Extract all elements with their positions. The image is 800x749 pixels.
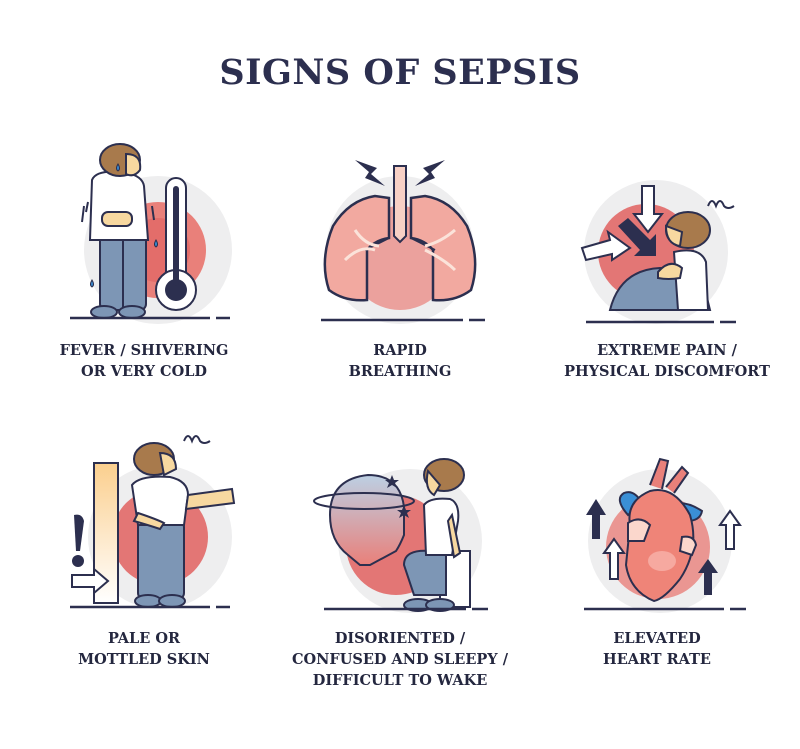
label-line: MOTTLED SKIN [78, 651, 210, 668]
label-line: DISORIENTED / [334, 630, 466, 647]
label-line: BREATHING [348, 363, 452, 380]
fever-illustration [60, 140, 240, 330]
label-line: CONFUSED AND SLEEPY / [291, 651, 508, 668]
label-line: PHYSICAL DISCOMFORT [564, 363, 770, 380]
person-in-pain-icon [580, 180, 736, 324]
sign-label-breathing: RAPID BREATHING [270, 340, 530, 382]
lungs-icon [321, 160, 485, 324]
label-line: FEVER / SHIVERING [59, 342, 229, 359]
label-line: OR VERY COLD [81, 363, 207, 380]
sign-label-fever: FEVER / SHIVERING OR VERY COLD [14, 340, 274, 382]
label-line: ELEVATED [613, 630, 701, 647]
label-line: RAPID [373, 342, 427, 359]
sign-label-pain: EXTREME PAIN / PHYSICAL DISCOMFORT [537, 340, 797, 382]
pale-skin-person-icon [70, 435, 236, 609]
label-line: HEART RATE [603, 651, 711, 668]
page-title: SIGNS OF SEPSIS [219, 52, 581, 93]
disoriented-illustration [300, 445, 500, 615]
thermometer-shivering-icon [70, 143, 232, 324]
pain-illustration [570, 160, 750, 330]
label-line: EXTREME PAIN / [597, 342, 737, 359]
sign-label-disoriented: DISORIENTED / CONFUSED AND SLEEPY / DIFF… [270, 628, 530, 691]
heart-illustration [570, 445, 750, 615]
label-line: DIFFICULT TO WAKE [312, 672, 488, 689]
pale-skin-illustration [60, 425, 240, 615]
heart-arrows-icon [584, 457, 746, 613]
sign-label-pale: PALE OR MOTTLED SKIN [14, 628, 274, 670]
label-line: PALE OR [107, 630, 181, 647]
confused-head-icon [313, 458, 488, 613]
lungs-illustration [305, 150, 495, 330]
sign-label-heart: ELEVATED HEART RATE [527, 628, 787, 670]
